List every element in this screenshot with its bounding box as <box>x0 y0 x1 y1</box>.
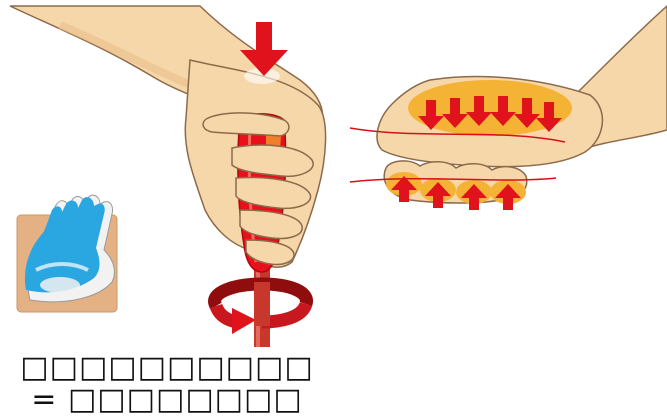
caption-text: □□□□□□□□□□ = □□□□□□□□ <box>8 352 326 416</box>
hand-pressure-illustration <box>350 6 667 210</box>
glove-icon <box>17 195 117 312</box>
